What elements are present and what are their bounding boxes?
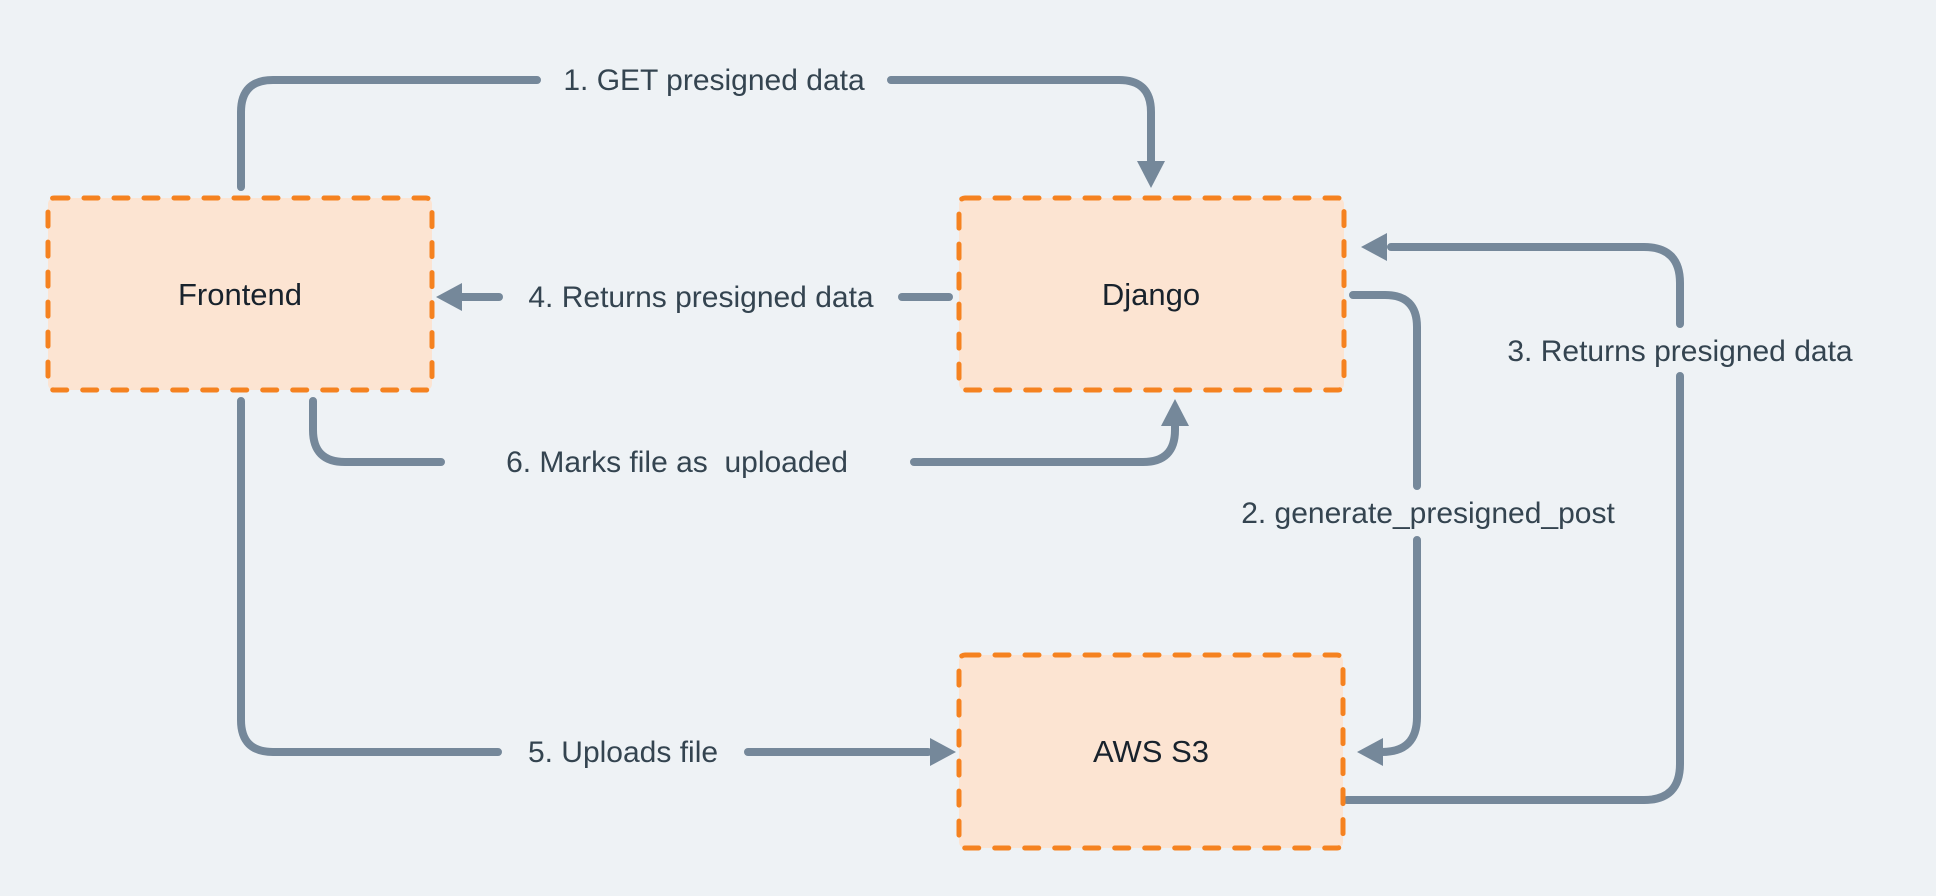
edge-marks-file-uploaded: 6. Marks file as uploaded [309,397,1189,479]
edge-line [1378,536,1421,756]
arrowhead-up-icon [1161,399,1189,426]
node-label: AWS S3 [1093,734,1209,769]
edge-label: 5. Uploads file [528,736,718,769]
edge-line [237,397,502,756]
arrowhead-left-icon [1357,738,1383,766]
edge-get-presigned-data: 1. GET presigned data [237,64,1165,191]
edge-returns-presigned-data-django: 4. Returns presigned data [436,281,953,314]
node-awss3: AWS S3 [956,652,1346,851]
arrowhead-left-icon [1361,233,1387,261]
node-label: Django [1102,277,1200,312]
edge-line [1387,243,1684,328]
edge-label: 4. Returns presigned data [528,281,874,314]
node-label: Frontend [178,277,302,312]
edge-uploads-file: 5. Uploads file [237,397,956,769]
nodes: Frontend Django AWS S3 [45,195,1347,851]
edge-line [910,422,1179,466]
node-frontend: Frontend [45,195,435,393]
edge-line [887,76,1155,165]
edge-generate-presigned-post: 2. generate_presigned_post [1241,291,1615,766]
node-box [45,195,435,393]
edge-line [1343,372,1684,804]
edge-label: 3. Returns presigned data [1507,335,1853,368]
node-django: Django [956,195,1347,393]
arrowhead-right-icon [930,738,956,766]
edge-label: 2. generate_presigned_post [1241,497,1615,530]
edge-line [237,76,541,191]
node-box [956,195,1347,393]
edge-line [1349,291,1421,490]
edges: 1. GET presigned data 2. generate_presig… [237,64,1853,804]
edge-label: 1. GET presigned data [563,64,865,97]
node-box [956,652,1346,851]
arrowhead-left-icon [436,283,462,311]
edge-label: 6. Marks file as uploaded [506,446,848,479]
edge-line [309,397,445,466]
edge-returns-presigned-data-s3: 3. Returns presigned data [1343,233,1853,804]
arrowhead-down-icon [1137,161,1165,188]
